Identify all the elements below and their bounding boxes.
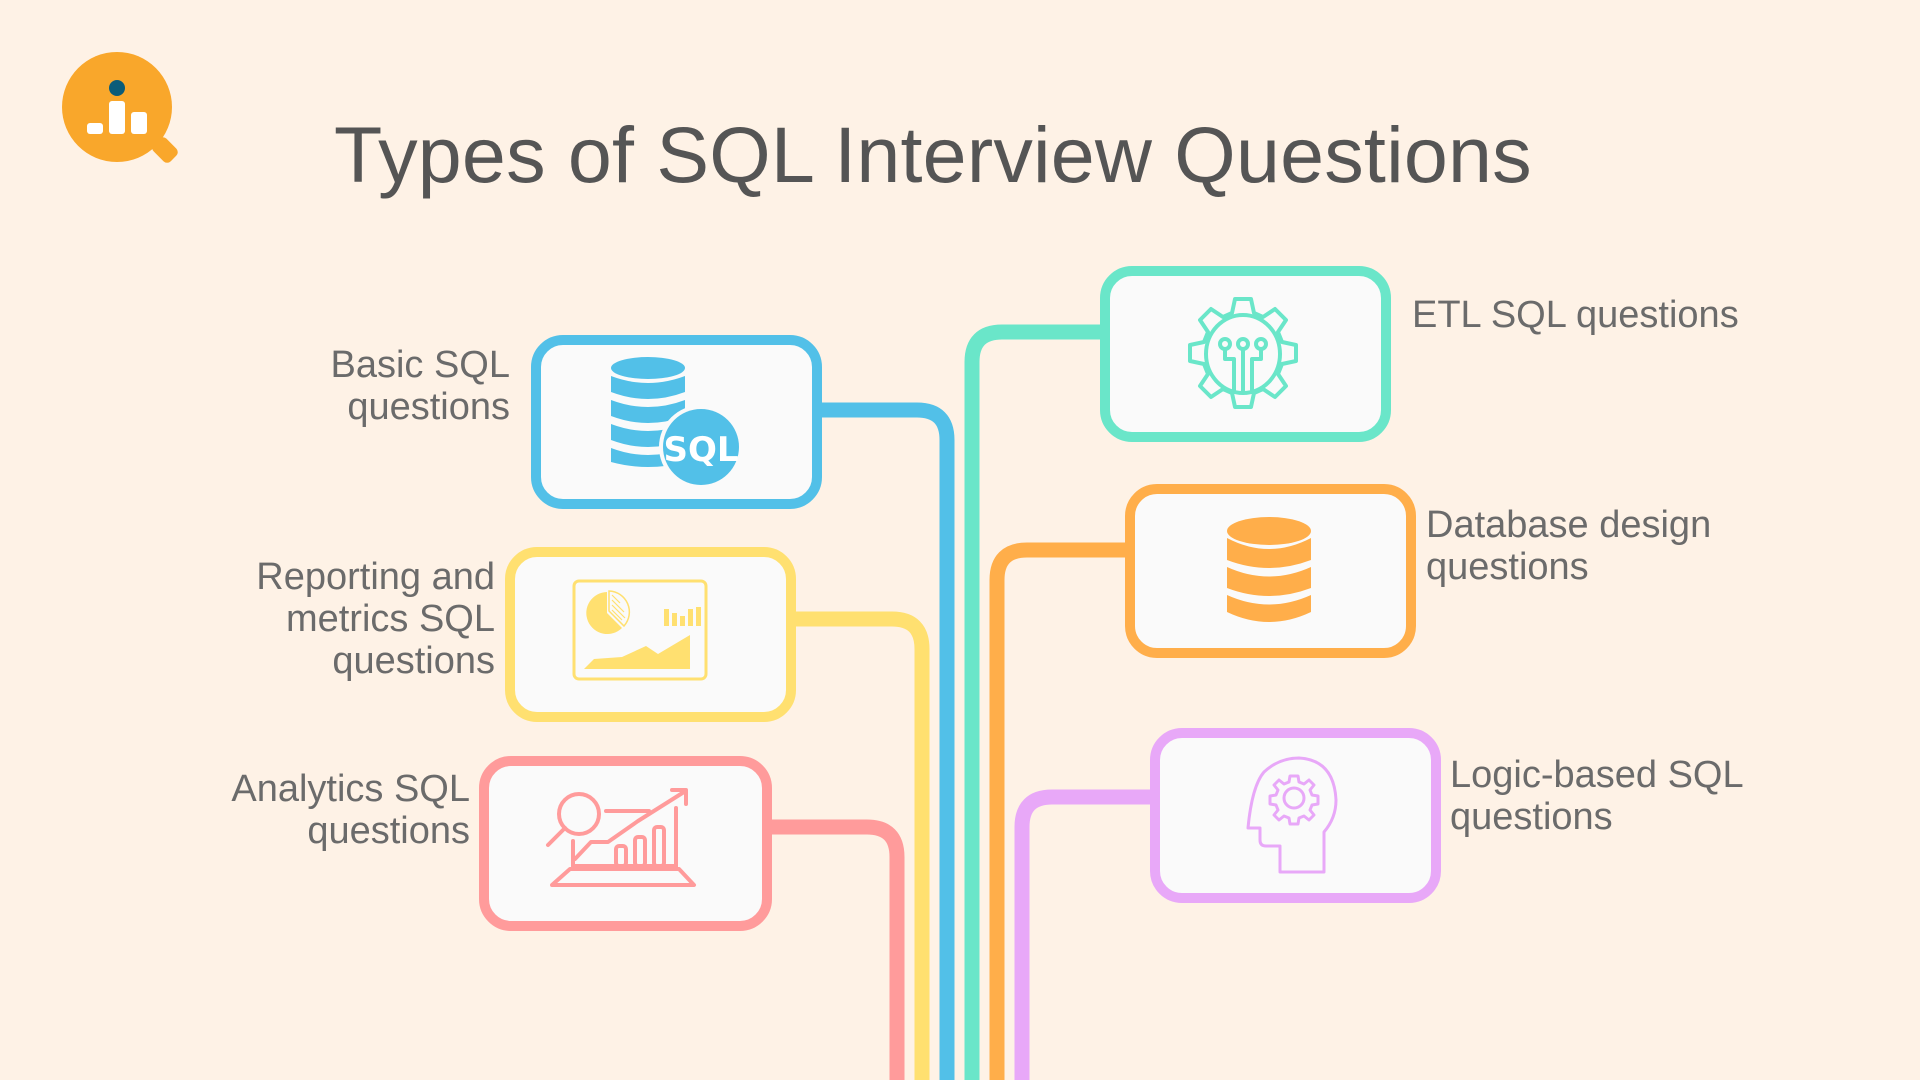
label-line: questions [332,640,495,682]
brand-logo [60,50,180,170]
label-basic-sql: Basic SQL questions [290,344,510,428]
label-line: questions [347,386,510,428]
sql-database-icon: SQL [606,354,746,490]
connector-etl [964,324,1102,1080]
chart-magnifier-logo-icon [62,52,178,163]
label-line: questions [307,810,470,852]
label-logic-based: Logic-based SQL questions [1450,754,1744,838]
label-line: ETL SQL questions [1412,294,1739,336]
label-line: Logic-based SQL [1450,754,1744,796]
label-line: questions [1426,546,1589,588]
connector-logic [1014,789,1152,1080]
head-gear-icon [1244,756,1342,876]
label-reporting-metrics: Reporting and metrics SQL questions [200,556,495,682]
card-reporting-metrics[interactable] [505,547,796,722]
page-title: Types of SQL Interview Questions [334,110,1532,199]
connector-analytics [770,819,905,1080]
database-icon [1226,516,1312,626]
label-line: Basic SQL [330,344,510,386]
label-analytics: Analytics SQL questions [200,768,470,852]
sql-badge-text: SQL [663,430,738,470]
dashboard-report-icon [572,579,708,681]
label-line: Database design [1426,504,1712,546]
gear-circuit-icon [1185,296,1301,412]
label-line: Analytics SQL [231,768,470,810]
connector-reporting [794,611,930,1080]
analytics-magnifier-chart-icon [544,786,700,890]
label-line: questions [1450,796,1613,838]
connector-basic [820,402,955,1080]
label-line: Reporting and [256,556,495,598]
connector-database-design [989,542,1127,1080]
label-line: metrics SQL [285,598,495,640]
label-etl: ETL SQL questions [1412,294,1739,336]
card-etl[interactable] [1100,266,1391,442]
card-database-design[interactable] [1125,484,1416,658]
label-database-design: Database design questions [1426,504,1711,588]
card-analytics[interactable] [479,756,772,931]
